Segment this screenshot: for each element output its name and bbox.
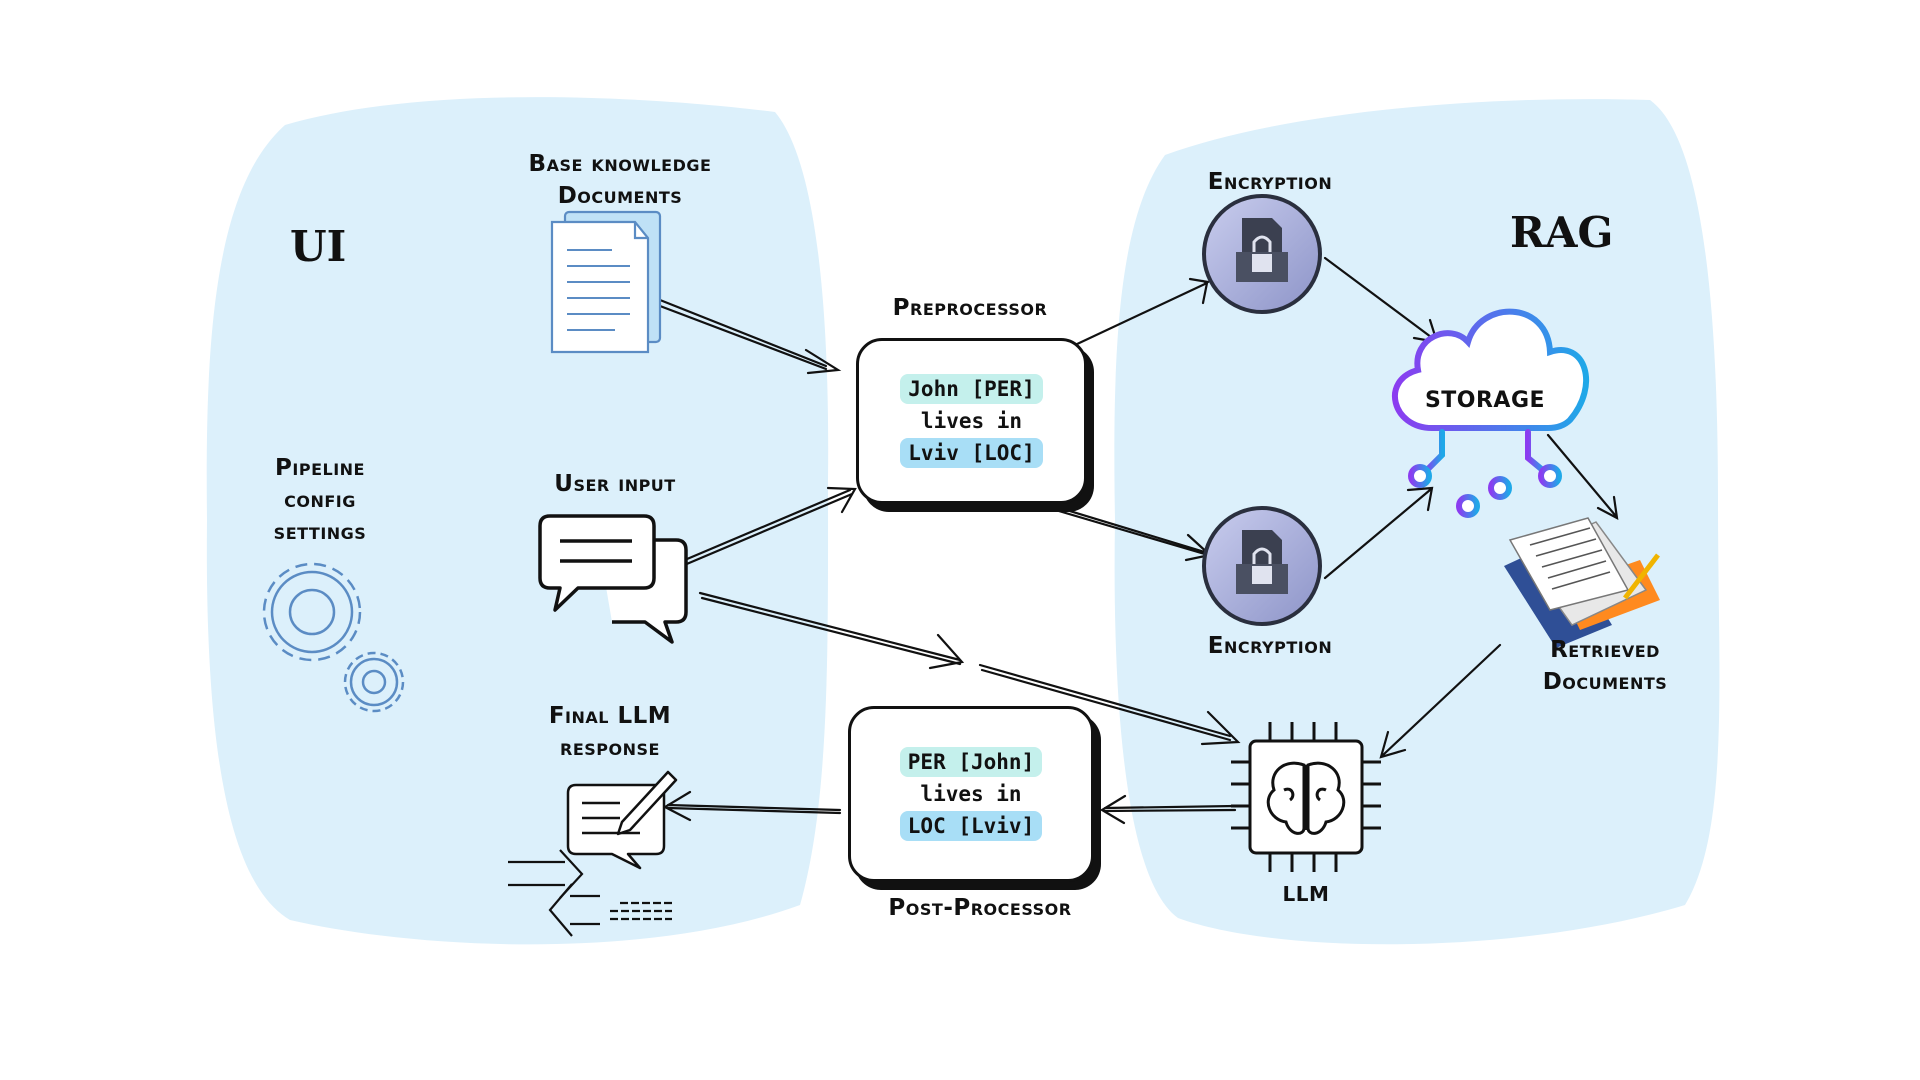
preprocessor-line: lives in — [920, 409, 1023, 433]
arrow-mid-to-llm — [978, 663, 1241, 746]
postprocessor-line: PER [John] — [899, 747, 1043, 777]
arrow-input-to-llm — [698, 591, 965, 670]
user-input-label: User input — [554, 471, 676, 497]
cloud-storage-icon — [1391, 308, 1589, 518]
preprocessor-line: Lviv [LOC] — [900, 438, 1043, 468]
response-note-icon — [566, 770, 678, 870]
final-response-label: Final LLM response — [548, 703, 672, 761]
preprocessor-box: John [PER] lives in Lviv [LOC] — [856, 338, 1087, 504]
preprocessor-label: Preprocessor — [892, 295, 1048, 321]
rag-panel-title: RAG — [1510, 208, 1614, 257]
postprocessor-label: Post-Processor — [888, 895, 1072, 921]
rag-panel — [1114, 99, 1720, 945]
arrow-retrieved-to-llm — [1379, 643, 1502, 759]
encryption-lock-icon — [1202, 506, 1322, 626]
data-flow-arrows-icon — [508, 849, 672, 937]
arrow-llm-to-postprocessor — [1099, 794, 1237, 825]
gears-icon — [262, 562, 405, 713]
arrow-storage-to-retrieved — [1546, 433, 1619, 520]
arrow-docs-to-preprocessor — [658, 298, 842, 375]
storage-label: STORAGE — [1424, 388, 1546, 413]
encryption-lock-icon — [1202, 194, 1322, 314]
postprocessor-line: lives in — [920, 782, 1022, 806]
retrieved-docs-label: Retrieved Documents — [1542, 637, 1668, 695]
brain-chip-icon — [1231, 722, 1381, 872]
document-stack-icon — [550, 210, 662, 354]
arrow-input-to-preprocessor — [678, 486, 857, 568]
postprocessor-line: LOC [Lviv] — [899, 811, 1043, 841]
encryption-bottom-label: Encryption — [1207, 633, 1333, 659]
encryption-top-label: Encryption — [1207, 169, 1333, 195]
ui-panel-title: UI — [290, 222, 347, 271]
ui-panel — [206, 97, 829, 945]
chat-bubbles-icon — [538, 514, 688, 644]
postprocessor-box: PER [John] lives in LOC [Lviv] — [848, 706, 1094, 882]
llm-label: LLM — [1282, 882, 1330, 906]
pipeline-config-label: Pipeline config settings — [273, 455, 367, 545]
base-docs-label: Base knowledge Documents — [528, 151, 712, 209]
retrieved-papers-icon — [1504, 517, 1660, 648]
arrow-encryption-bottom-to-storage — [1323, 486, 1434, 580]
arrow-preprocessor-to-encryption-top — [1073, 277, 1210, 347]
preprocessor-line: John [PER] — [900, 374, 1043, 404]
